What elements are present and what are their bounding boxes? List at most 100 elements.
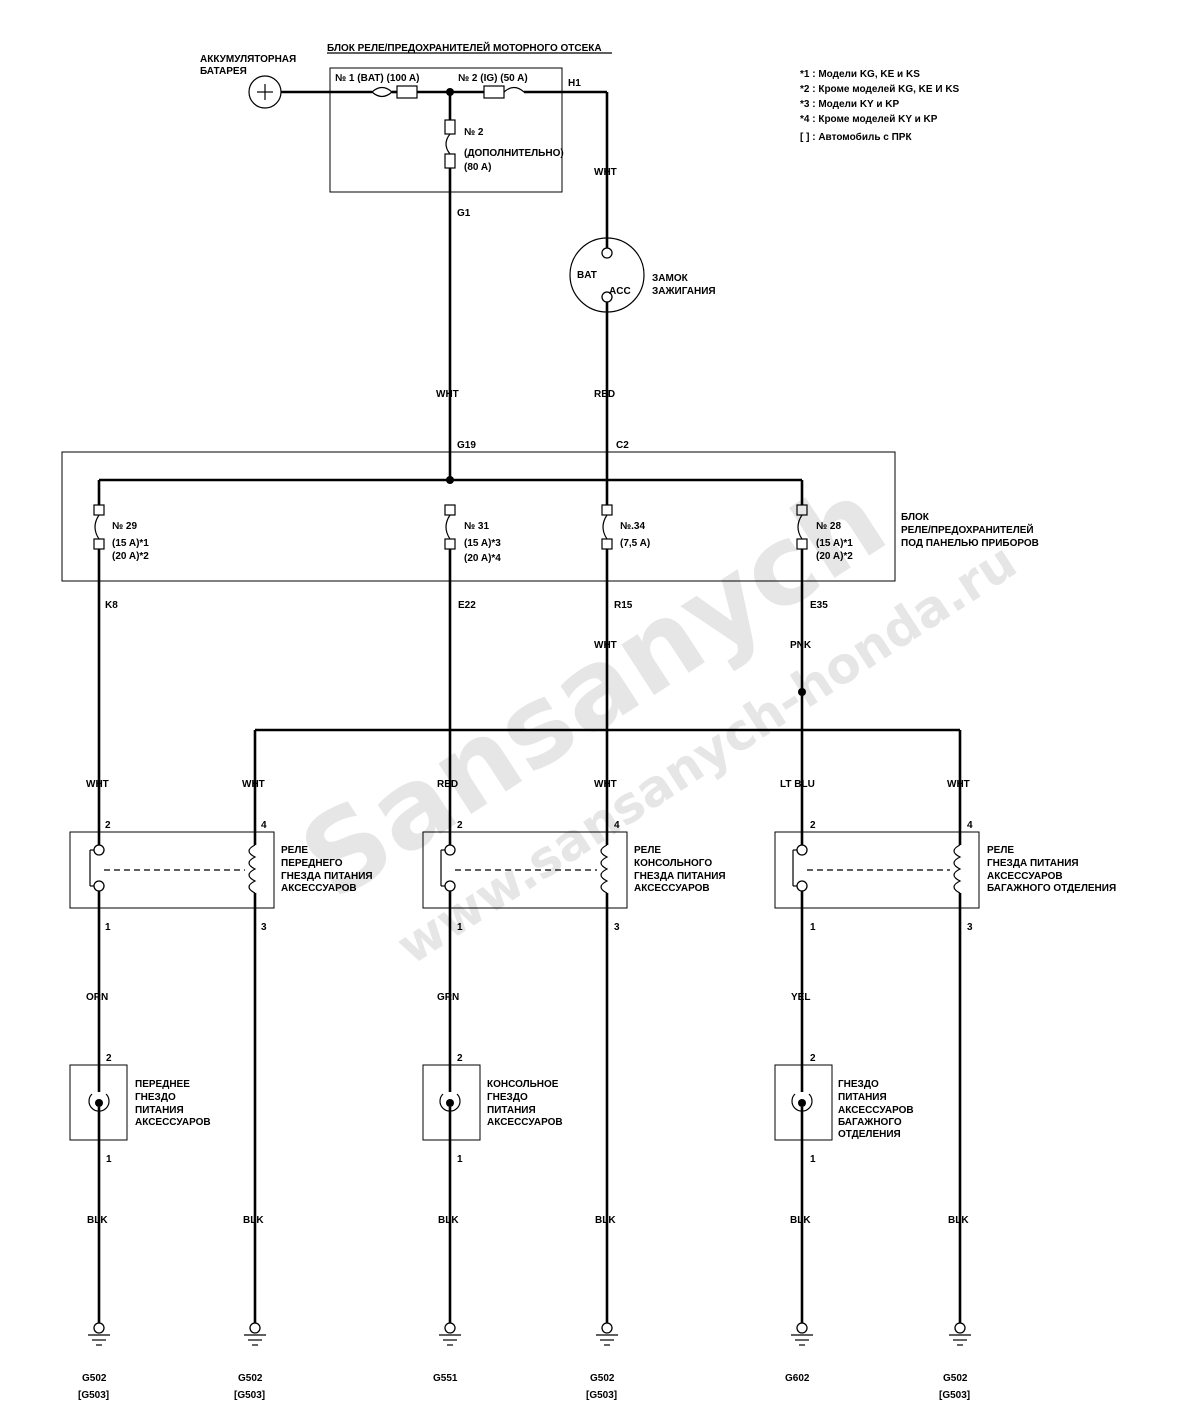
ignition-label-1: ЗАМОК	[652, 273, 689, 284]
wire-pnk-e35: PNK	[790, 640, 812, 651]
relay-wire-5: LT BLU	[780, 779, 815, 790]
wire-wht-ignition: WHT	[594, 167, 617, 178]
relay-3-label-3: АКСЕССУАРОВ	[987, 871, 1063, 882]
relay-2-label-1: РЕЛЕ	[634, 845, 661, 856]
socket-1-label-2: ГНЕЗДО	[135, 1092, 176, 1103]
relay-3-pin-3: 3	[967, 922, 973, 933]
relay-1-label-4: АКСЕССУАРОВ	[281, 883, 357, 894]
relay-wire-1: WHT	[86, 779, 109, 790]
engine-box-outline	[329, 67, 563, 193]
fuse-2-body	[483, 85, 505, 99]
relay-wire-2: WHT	[242, 779, 265, 790]
battery-label-2: БАТАРЕЯ	[200, 66, 247, 77]
notes-legend: *1 : Модели KG, KE и KS *2 : Кроме модел…	[800, 69, 960, 143]
fuse-1-symbol	[371, 86, 393, 98]
relay-wire-4: WHT	[594, 779, 617, 790]
fuse-extra-label-1: № 2	[464, 127, 484, 138]
connector-r15: R15	[614, 600, 633, 611]
ignition-acc-label: ACC	[609, 286, 631, 297]
socket-trunk: 2 1 ГНЕЗДО ПИТАНИЯ АКСЕССУАРОВ БАГАЖНОГО…	[774, 1053, 914, 1330]
relay-front-socket: 2 4 1 3 РЕЛЕ ПЕРЕДНЕГО ГНЕЗДА ПИТАНИЯ АК…	[69, 820, 373, 1330]
connector-g1: G1	[457, 208, 471, 219]
socket-3-label-2: ПИТАНИЯ	[838, 1092, 887, 1103]
blk-wire-5: BLK	[790, 1215, 811, 1226]
fuse-29-name: № 29	[112, 521, 137, 532]
note-1: *1 : Модели KG, KE и KS	[800, 69, 920, 80]
ground-6-icon	[949, 1322, 971, 1346]
ignition-label-2: ЗАЖИГАНИЯ	[652, 286, 716, 297]
ground-6-name: G502	[943, 1373, 968, 1384]
socket-2-pin-1: 1	[457, 1154, 463, 1165]
fuse-31-a: (15 A)*3	[464, 538, 501, 549]
relay-2-label-3: ГНЕЗДА ПИТАНИЯ	[634, 871, 726, 882]
socket-wire-yel: YEL	[791, 992, 810, 1003]
socket-2-label-1: КОНСОЛЬНОЕ	[487, 1079, 559, 1090]
ground-1-name: G502	[82, 1373, 107, 1384]
socket-3-pin-2: 2	[810, 1053, 816, 1064]
socket-1-pin-1: 1	[106, 1154, 112, 1165]
fuse-28-a: (15 A)*1	[816, 538, 853, 549]
relay-2-label-4: АКСЕССУАРОВ	[634, 883, 710, 894]
relay-1-pin-4: 4	[261, 820, 267, 831]
ignition-pin-bat	[601, 247, 613, 259]
relay-1-pin-2: 2	[105, 820, 111, 831]
ground-5-name: G602	[785, 1373, 810, 1384]
blk-wire-3: BLK	[438, 1215, 459, 1226]
ground-3-name: G551	[433, 1373, 458, 1384]
fuse-extra-bottom	[444, 153, 456, 169]
ground-2-alt: [G503]	[234, 1390, 265, 1401]
relay-2-pin-1: 1	[457, 922, 463, 933]
wire-wht-r15: WHT	[594, 640, 617, 651]
ground-2-name: G502	[238, 1373, 263, 1384]
blk-wire-6: BLK	[948, 1215, 969, 1226]
fuse-34-name: №.34	[620, 521, 645, 532]
socket-2-label-4: АКСЕССУАРОВ	[487, 1117, 563, 1128]
relay-1-label-1: РЕЛЕ	[281, 845, 308, 856]
socket-2-label-2: ГНЕЗДО	[487, 1092, 528, 1103]
relay-1-label-3: ГНЕЗДА ПИТАНИЯ	[281, 871, 373, 882]
ground-4-alt: [G503]	[586, 1390, 617, 1401]
relay-3-pin-1: 1	[810, 922, 816, 933]
mid-wiring: WHT PNK WHT WHT RED WHT LT BLU WHT	[86, 549, 970, 845]
dash-fuse-box: БЛОК РЕЛЕ/ПРЕДОХРАНИТЕЛЕЙ ПОД ПАНЕЛЬЮ ПР…	[61, 440, 1039, 611]
socket-wire-grn: GRN	[437, 992, 459, 1003]
socket-console: 2 1 КОНСОЛЬНОЕ ГНЕЗДО ПИТАНИЯ АКСЕССУАРО…	[422, 1053, 563, 1330]
fuse-28-name: № 28	[816, 521, 841, 532]
relay-2-pin-3: 3	[614, 922, 620, 933]
ground-2-icon	[244, 1322, 266, 1346]
socket-1-label-3: ПИТАНИЯ	[135, 1105, 184, 1116]
junction-pnk	[798, 688, 806, 696]
blk-wire-4: BLK	[595, 1215, 616, 1226]
fuse-1-label: № 1 (BAT) (100 A)	[335, 73, 420, 84]
dash-box-label-1: БЛОК	[901, 512, 930, 523]
connector-g19: G19	[457, 440, 476, 451]
connector-e22: E22	[458, 600, 476, 611]
socket-front: 2 1 ПЕРЕДНЕЕ ГНЕЗДО ПИТАНИЯ АКСЕССУАРОВ	[69, 1053, 211, 1330]
fuse-extra-label-2: (ДОПОЛНИТЕЛЬНО)	[464, 148, 564, 159]
socket-3-label-4: БАГАЖНОГО	[838, 1117, 902, 1128]
socket-3-label-3: АКСЕССУАРОВ	[838, 1105, 914, 1116]
connector-e35: E35	[810, 600, 828, 611]
socket-2-label-3: ПИТАНИЯ	[487, 1105, 536, 1116]
fuse-extra-label-3: (80 A)	[464, 162, 491, 173]
fuse-2-label: № 2 (IG) (50 A)	[458, 73, 528, 84]
relay-1-label-2: ПЕРЕДНЕГО	[281, 858, 343, 869]
ground-4-name: G502	[590, 1373, 615, 1384]
relay-2-label-2: КОНСОЛЬНОГО	[634, 858, 712, 869]
socket-1-label-4: АКСЕССУАРОВ	[135, 1117, 211, 1128]
ignition-bat-label: BAT	[577, 270, 597, 281]
socket-1-label-1: ПЕРЕДНЕЕ	[135, 1079, 190, 1090]
junction-dash-bus	[446, 476, 454, 484]
relay-2-pin-4: 4	[614, 820, 620, 831]
note-3: *3 : Модели KY и KP	[800, 99, 899, 110]
engine-box-title: БЛОК РЕЛЕ/ПРЕДОХРАНИТЕЛЕЙ МОТОРНОГО ОТСЕ…	[327, 41, 602, 54]
relay-3-label-1: РЕЛЕ	[987, 845, 1014, 856]
connector-c2: C2	[616, 440, 629, 451]
relay-trunk-socket: 2 4 1 3 РЕЛЕ ГНЕЗДА ПИТАНИЯ АКСЕССУАРОВ …	[774, 820, 1116, 1330]
relay-3-pin-4: 4	[967, 820, 973, 831]
ignition-switch: BAT ACC ЗАМОК ЗАЖИГАНИЯ	[569, 237, 716, 505]
socket-wire-orn: ORN	[86, 992, 108, 1003]
fuse-34-a: (7,5 A)	[620, 538, 650, 549]
engine-fuse-box: БЛОК РЕЛЕ/ПРЕДОХРАНИТЕЛЕЙ МОТОРНОГО ОТСЕ…	[327, 41, 612, 219]
